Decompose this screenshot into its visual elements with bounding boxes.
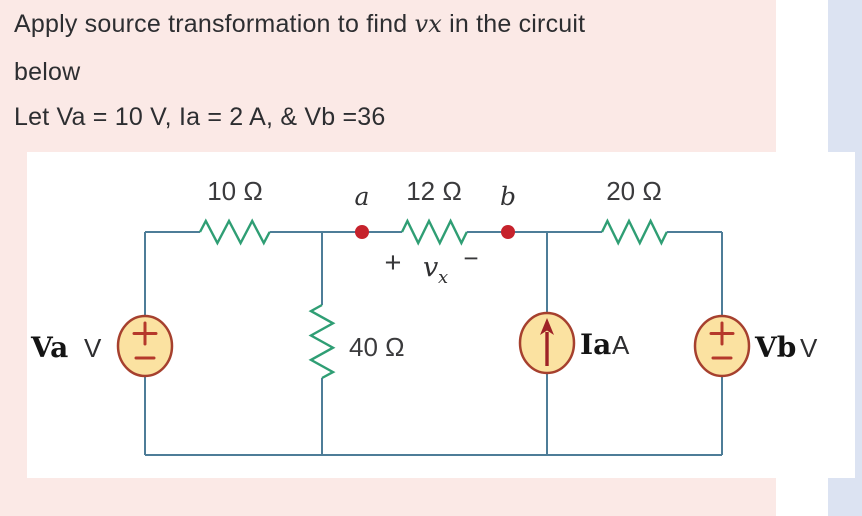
resistor-12ohm <box>400 218 468 246</box>
voltage-source-va <box>116 314 174 378</box>
resistor-20ohm <box>600 218 668 246</box>
voltage-source-vb <box>693 314 751 378</box>
resistor-20ohm-label: 20 Ω <box>606 176 662 206</box>
resistor-10ohm <box>198 218 271 246</box>
vx-inline-math: vx <box>414 10 442 38</box>
ia-name-label: Ia <box>580 328 611 361</box>
current-source-ia <box>518 311 576 375</box>
vx-plus-sign: + <box>385 247 402 279</box>
resistor-12ohm-label: 12 Ω <box>406 176 462 206</box>
question-line-2: below <box>14 58 81 86</box>
node-a-label: a <box>355 182 370 211</box>
ia-unit-label: A <box>612 330 630 360</box>
vx-subscript: x <box>438 267 448 288</box>
ia-arrow-head <box>540 318 554 335</box>
circuit-diagram-panel: 10 Ω 12 Ω 20 Ω 40 Ω a b + v x − Va V Ia … <box>27 152 855 478</box>
node-b-dot <box>501 225 515 239</box>
circuit-diagram: 10 Ω 12 Ω 20 Ω 40 Ω a b + v x − Va V Ia … <box>30 176 818 456</box>
vb-unit-label: V <box>800 333 818 363</box>
va-circle <box>116 314 174 378</box>
vx-minus-sign: − <box>463 243 478 273</box>
node-a-dot <box>355 225 369 239</box>
vx-label: v <box>423 252 438 283</box>
resistor-10ohm-label: 10 Ω <box>207 176 263 206</box>
vb-circle <box>693 314 751 378</box>
question-line-1-post: in the circuit <box>441 10 586 38</box>
va-name-label: Va <box>30 331 68 364</box>
resistor-40ohm <box>308 303 336 380</box>
question-line-1: Apply source transformation to find vx i… <box>14 10 585 39</box>
vb-name-label: Vb <box>754 331 796 364</box>
question-line-1-pre: Apply source transformation to find <box>14 10 415 38</box>
question-line-3: Let Va = 10 V, Ia = 2 A, & Vb =36 <box>14 103 386 131</box>
node-b-label: b <box>500 182 516 211</box>
resistor-40ohm-label: 40 Ω <box>349 332 405 362</box>
va-unit-label: V <box>84 333 102 363</box>
